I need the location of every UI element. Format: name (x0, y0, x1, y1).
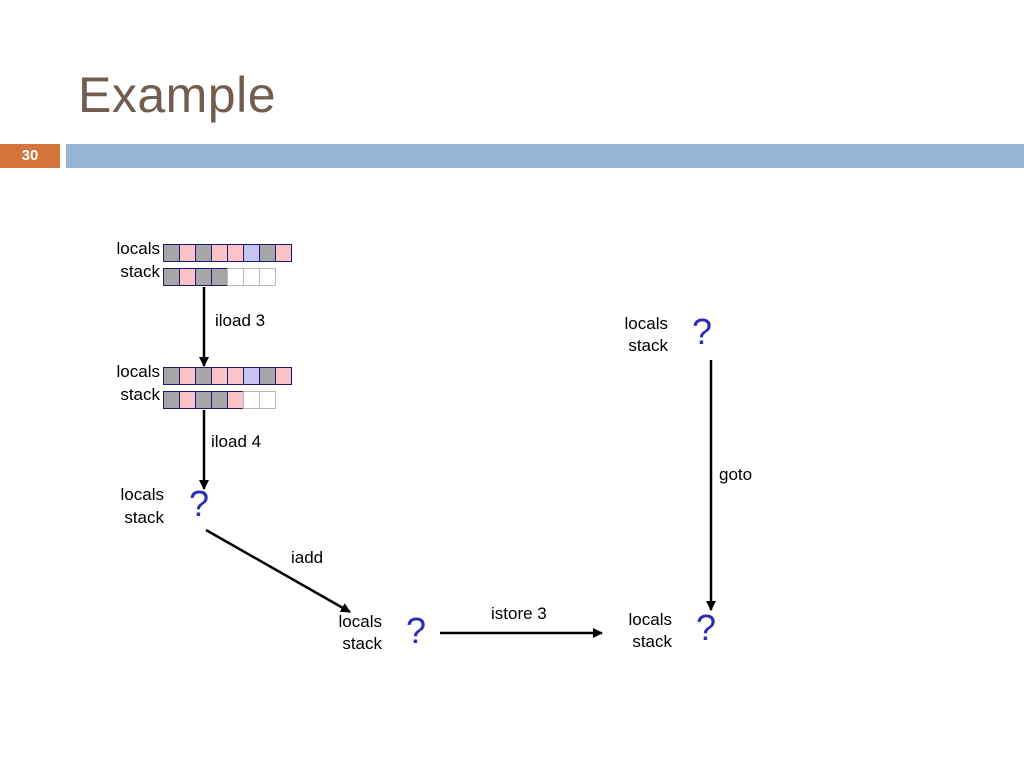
op-iadd: iadd (291, 548, 324, 567)
pink-cell (275, 367, 292, 385)
state5-locals-label: locals (628, 610, 672, 629)
state5-unknown: ? (696, 607, 717, 648)
arrow-iadd (205, 528, 351, 614)
state2-locals-label: locals (116, 362, 160, 381)
state1-stack-cells (163, 268, 276, 286)
op-iload-4: iload 4 (211, 432, 262, 451)
state4-locals-label: locals (338, 612, 382, 631)
state2-locals-cells (163, 367, 292, 385)
pink-cell (275, 244, 292, 262)
op-istore-3: istore 3 (491, 604, 547, 623)
state6-locals-label: locals (624, 314, 668, 333)
empty-cell (259, 391, 276, 409)
empty-cell (259, 268, 276, 286)
slide-title: Example (78, 67, 277, 123)
state1-stack-label: stack (120, 262, 160, 281)
op-goto: goto (719, 465, 753, 484)
state5-stack-label: stack (632, 632, 672, 651)
state2-stack-cells (163, 391, 276, 409)
header-bar (66, 144, 1024, 168)
slide-number: 30 (0, 144, 60, 168)
state2-stack-label: stack (120, 385, 160, 404)
op-iload-3: iload 3 (215, 311, 266, 330)
state3-unknown: ? (189, 483, 210, 524)
state4-unknown: ? (406, 610, 427, 651)
state6-stack-label: stack (628, 336, 668, 355)
state3-stack-label: stack (124, 508, 164, 527)
state1-locals-cells (163, 244, 292, 262)
state4-stack-label: stack (342, 634, 382, 653)
state1-locals-label: locals (116, 239, 160, 258)
state6-unknown: ? (692, 311, 713, 352)
state3-locals-label: locals (120, 485, 164, 504)
